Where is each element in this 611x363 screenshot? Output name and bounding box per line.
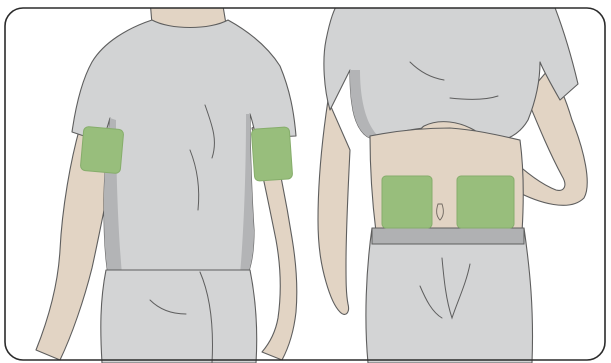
injection-site-back-right-arm (251, 127, 293, 182)
front-view-figure (318, 0, 587, 363)
front-left-arm (318, 100, 350, 314)
front-pants (366, 228, 533, 363)
injection-site-abdomen-left (382, 176, 432, 228)
front-waistband (372, 228, 524, 244)
injection-site-abdomen-right (457, 176, 514, 228)
back-view-figure (36, 0, 297, 363)
injection-site-back-left-arm (80, 126, 124, 173)
back-pants (101, 270, 257, 363)
